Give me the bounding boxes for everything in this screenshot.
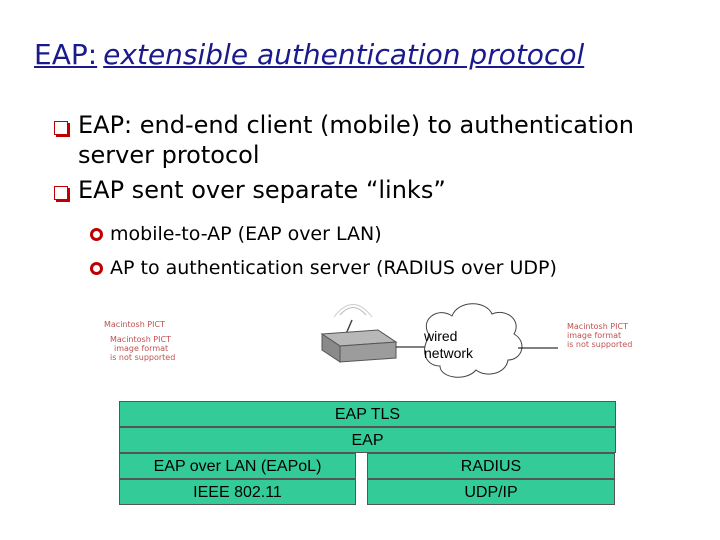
cloud-label-wired: wired xyxy=(424,328,458,344)
sub-bullet-1: mobile-to-AP (EAP over LAN) xyxy=(110,223,382,245)
access-point-icon xyxy=(320,304,398,363)
bullet-2: EAP sent over separate “links” xyxy=(78,176,446,204)
cloud-label-network: network xyxy=(424,345,474,361)
cloud-label: wired network xyxy=(424,328,473,362)
title-italic: extensible authentication protocol xyxy=(103,38,585,71)
stack-layer-eap-tls: EAP TLS xyxy=(119,401,616,427)
pict-placeholder-right: Macintosh PICT image format is not suppo… xyxy=(567,322,633,349)
network-figure xyxy=(320,303,558,378)
stack-layer-udp-ip: UDP/IP xyxy=(367,479,615,505)
slide-title: EAP:extensible authentication protocol xyxy=(34,38,584,71)
stack-layer-ieee-802-11: IEEE 802.11 xyxy=(119,479,356,505)
bullet-marker-icon xyxy=(54,121,68,135)
stack-layer-eapol: EAP over LAN (EAPoL) xyxy=(119,453,356,479)
pict-placeholder-left: Macintosh PICT Macintosh PICT image form… xyxy=(104,320,176,362)
stack-layer-radius: RADIUS xyxy=(367,453,615,479)
sub-bullet-2: AP to authentication server (RADIUS over… xyxy=(110,257,557,279)
cloud-icon xyxy=(424,303,523,378)
sub-bullet-marker-icon xyxy=(90,228,103,241)
title-main: EAP: xyxy=(34,38,98,71)
sub-bullet-marker-icon xyxy=(90,262,103,275)
bullet-1-line1: EAP: end-end client (mobile) to authenti… xyxy=(78,111,634,139)
stack-layer-eap: EAP xyxy=(119,427,616,453)
bullet-1-line2: server protocol xyxy=(78,141,260,169)
bullet-marker-icon xyxy=(54,186,68,200)
